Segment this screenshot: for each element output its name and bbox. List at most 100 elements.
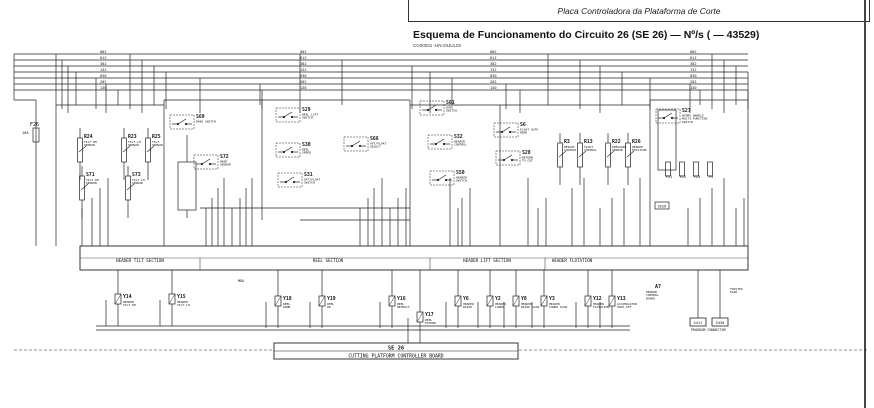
switch-label-s66: S66 — [370, 136, 379, 142]
page-edge-line — [864, 0, 866, 408]
fuse-f23: F23 — [693, 161, 701, 179]
solenoid-label-y8: Y8 — [521, 296, 527, 302]
connector-pin-x430: X430 — [716, 321, 725, 325]
solenoid-label-y18: Y18 — [283, 296, 292, 302]
solenoid-label-y15: Y15 — [177, 294, 186, 300]
fuse-rating-f26: 10A — [22, 131, 29, 135]
fuse-f21: F21 — [665, 161, 673, 179]
sensor-label-s73: S73 — [132, 172, 141, 178]
schematic-static-lines — [13, 54, 749, 331]
switch-label-s29: S29 — [302, 107, 311, 113]
bus-label-002: 002 — [490, 50, 497, 54]
switch-label-s72: S72 — [220, 154, 229, 160]
switch-desc-s69: RAKE SWITCH — [196, 120, 216, 124]
solenoid-label-y13: Y13 — [617, 296, 626, 302]
diagram-code: CG00031 -UN-03JUL02 — [413, 43, 462, 48]
sensor-label-r13: R13 — [584, 139, 593, 145]
bus-label-012: 012 — [490, 56, 497, 60]
bus-label-130: 130 — [300, 86, 307, 90]
bus-label-302: 302 — [490, 62, 497, 66]
switch-label-s69: S69 — [196, 114, 205, 120]
bus-label-302: 302 — [690, 62, 697, 66]
fuse-label-f21: F21 — [666, 175, 673, 179]
sensor-label-r22: R22 — [612, 139, 621, 145]
fuse-label-f22: F22 — [680, 175, 687, 179]
fuse-label-f26: F26 — [30, 122, 39, 128]
bus-label-012: 012 — [100, 56, 107, 60]
fuse-f22: F22 — [679, 161, 687, 179]
section-label-reel: REEL SECTION — [313, 258, 344, 263]
connector-pin-x411: X411 — [694, 321, 703, 325]
sensor-label-s71: S71 — [86, 172, 95, 178]
sensor-label-r23: R23 — [128, 134, 137, 140]
sensor-label-r25: R25 — [152, 134, 161, 140]
diagram-title: Esquema de Funcionamento do Circuito 26 … — [413, 29, 760, 41]
fuse-label-f4: F4 — [709, 175, 713, 179]
bus-label-302: 302 — [100, 62, 107, 66]
bus-label-130: 130 — [490, 86, 497, 90]
fuse-label-f23: F23 — [694, 175, 701, 179]
solenoid-label-y19: Y19 — [327, 296, 336, 302]
switch-label-s6: S6 — [520, 122, 526, 128]
board-caption-box: Placa Controladora da Plataforma de Cort… — [408, 0, 870, 22]
footer-board-name: CUTTING PLATFORM CONTROLLER BOARD — [348, 354, 443, 360]
solenoid-label-y3: Y3 — [549, 296, 555, 302]
bus-label-202: 202 — [490, 80, 497, 84]
section-label-header-lift: HEADER LIFT SECTION — [463, 258, 511, 263]
switch-label-s31: S31 — [304, 172, 313, 178]
ground-tag: SE26 — [658, 205, 667, 209]
solenoid-label-y2: Y2 — [495, 296, 501, 302]
bus-label-030: 030 — [300, 74, 307, 78]
solenoid-label-y12: Y12 — [593, 296, 602, 302]
bus-label-002: 002 — [300, 50, 307, 54]
bus-label-030: 030 — [100, 74, 107, 78]
reference-label: MDA — [238, 279, 244, 283]
switch-label-s28: S28 — [522, 150, 531, 156]
bus-label-002: 002 — [100, 50, 107, 54]
switch-label-s61: S61 — [446, 100, 455, 106]
